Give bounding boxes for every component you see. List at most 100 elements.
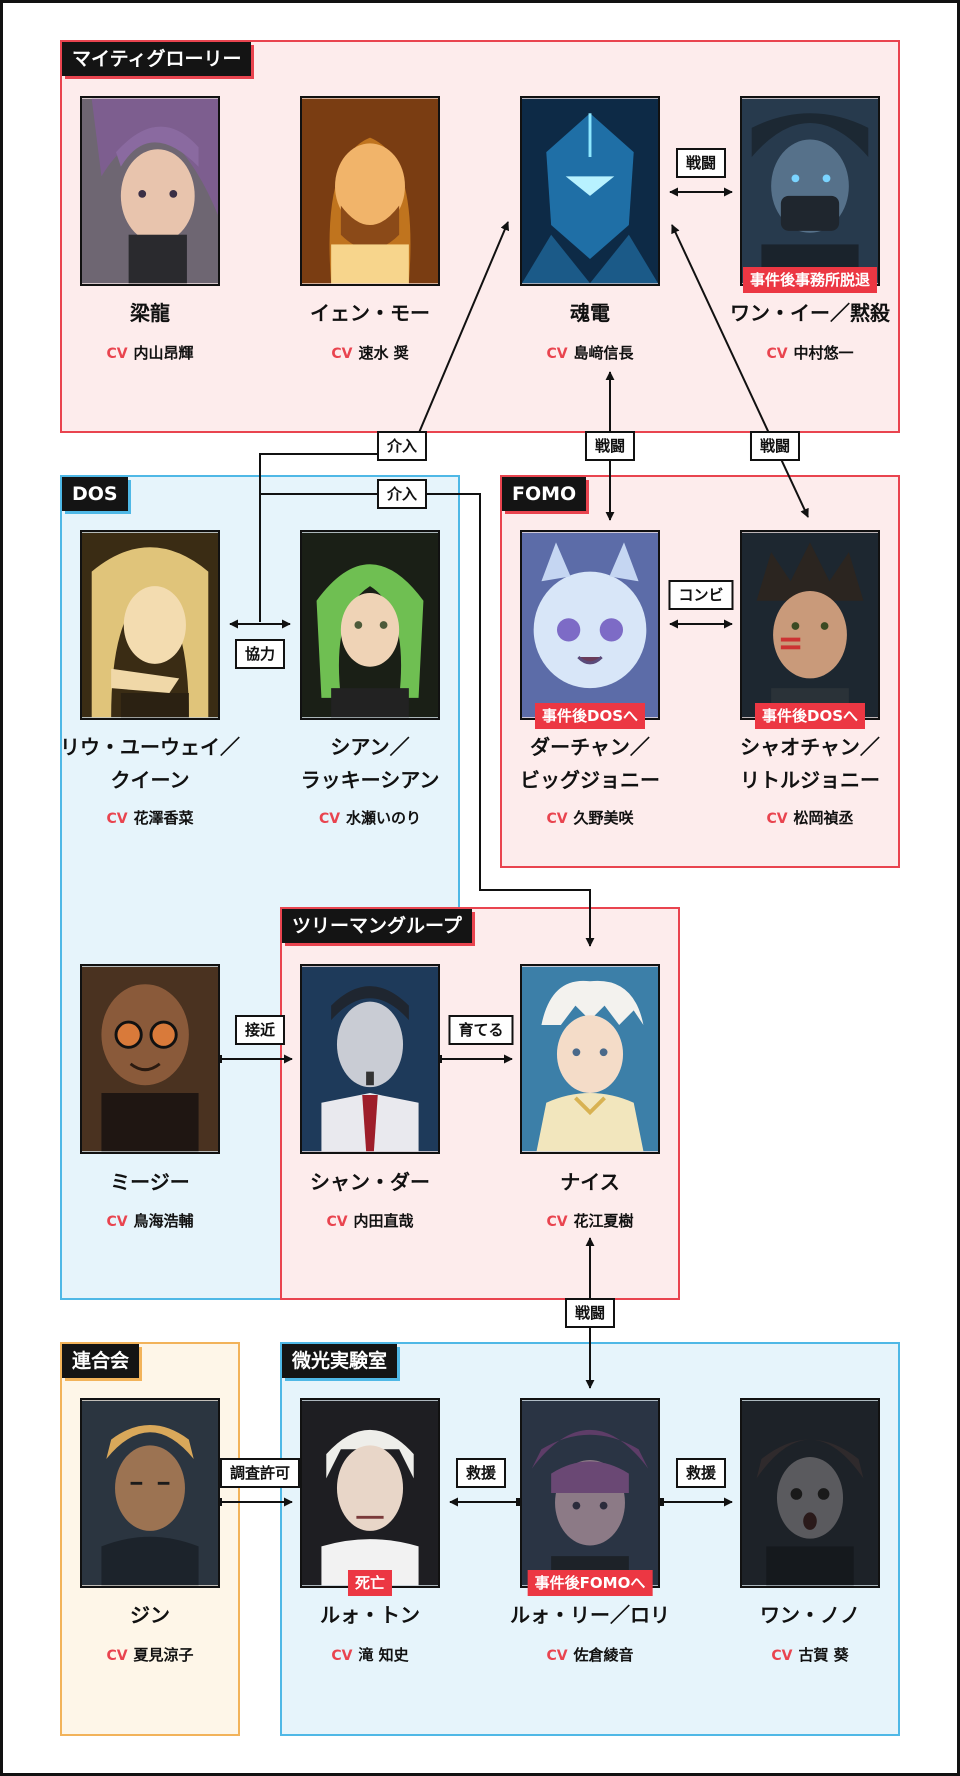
cv-yen-mo: CV 速水 奨 <box>260 343 480 364</box>
cv-name: 水瀬いのり <box>346 809 422 827</box>
label-combi: コンビ <box>668 580 734 610</box>
cv-luo-tong: CV 滝 知史 <box>260 1645 480 1666</box>
cv-name: 夏見涼子 <box>133 1646 194 1664</box>
group-title-fomo: FOMO <box>502 477 587 511</box>
cv-tag: CV <box>771 1648 793 1664</box>
group-title-dos: DOS <box>62 477 128 511</box>
name-xian-line1: シアン／ <box>330 735 410 759</box>
cv-liang-long: CV 内山昂輝 <box>40 343 260 364</box>
cv-wang-yi: CV 中村悠一 <box>700 343 920 364</box>
portrait-shan-da <box>300 964 440 1154</box>
label-rescue-2: 救援 <box>675 1458 727 1488</box>
label-permit: 調査許可 <box>219 1458 301 1488</box>
name-nice: ナイス <box>560 1170 620 1194</box>
name-xian-line2: ラッキーシアン <box>300 768 440 792</box>
portrait-nice <box>520 964 660 1154</box>
cv-name: 久野美咲 <box>573 809 634 827</box>
cv-nice: CV 花江夏樹 <box>480 1211 700 1232</box>
cv-tag: CV <box>331 1648 353 1664</box>
portrait-liang-long <box>80 96 220 286</box>
cv-name: 松岡禎丞 <box>793 809 854 827</box>
badge-wang-yi: 事件後事務所脱退 <box>742 267 878 293</box>
portrait-jin <box>80 1398 220 1588</box>
label-battle-hundian-dachan: 戦闘 <box>584 431 636 461</box>
cv-liu: CV 花澤香菜 <box>40 808 260 829</box>
cv-jin: CV 夏見涼子 <box>40 1645 260 1666</box>
portrait-wang-yi <box>740 96 880 286</box>
cv-luo-li: CV 佐倉綾音 <box>480 1645 700 1666</box>
label-raise: 育てる <box>448 1015 514 1045</box>
label-rescue-1: 救援 <box>455 1458 507 1488</box>
group-title-mighty-glory: マイティグローリー <box>62 42 252 76</box>
cv-tag: CV <box>106 1214 128 1230</box>
cv-name: 花澤香菜 <box>133 809 194 827</box>
cv-name: 滝 知史 <box>358 1646 409 1664</box>
cv-name: 佐倉綾音 <box>573 1646 634 1664</box>
cv-name: 花江夏樹 <box>573 1212 634 1230</box>
cv-tag: CV <box>106 346 128 362</box>
group-title-rengo: 連合会 <box>62 1344 140 1378</box>
name-da-chan-line2: ビッグジョニー <box>520 768 660 792</box>
name-jin: ジン <box>130 1603 170 1627</box>
cv-xian: CV 水瀬いのり <box>260 808 480 829</box>
name-wang-yi: ワン・イー／黙殺 <box>730 301 890 325</box>
group-title-lab: 微光実験室 <box>282 1344 398 1378</box>
name-xiao-chan-line2: リトルジョニー <box>740 768 880 792</box>
cv-da-chan: CV 久野美咲 <box>480 808 700 829</box>
portrait-xian <box>300 530 440 720</box>
cv-name: 内田直哉 <box>353 1212 414 1230</box>
cv-tag: CV <box>106 1648 128 1664</box>
label-approach: 接近 <box>234 1015 286 1045</box>
cv-name: 中村悠一 <box>793 344 854 362</box>
portrait-wang-nono <box>740 1398 880 1588</box>
cv-tag: CV <box>546 1214 568 1230</box>
portrait-xiao-chan <box>740 530 880 720</box>
cv-tag: CV <box>766 811 788 827</box>
name-yen-mo: イェン・モー <box>310 301 430 325</box>
cv-xiao-chan: CV 松岡禎丞 <box>700 808 920 829</box>
name-mi-ji: ミージー <box>110 1170 190 1194</box>
badge-luo-tong: 死亡 <box>347 1570 393 1596</box>
cv-tag: CV <box>106 811 128 827</box>
cv-tag: CV <box>546 346 568 362</box>
cv-tag: CV <box>331 346 353 362</box>
portrait-luo-li <box>520 1398 660 1588</box>
portrait-mi-ji <box>80 964 220 1154</box>
label-battle-mighty-xiaochan: 戦闘 <box>749 431 801 461</box>
name-luo-li: ルォ・リー／ロリ <box>510 1603 670 1627</box>
cv-mi-ji: CV 鳥海浩輔 <box>40 1211 260 1232</box>
name-da-chan-line1: ダーチャン／ <box>530 735 650 759</box>
name-luo-tong: ルォ・トン <box>320 1603 420 1627</box>
name-liang-long: 梁龍 <box>130 301 170 325</box>
cv-tag: CV <box>766 346 788 362</box>
badge-luo-li: 事件後FOMOへ <box>527 1570 653 1596</box>
cv-tag: CV <box>546 1648 568 1664</box>
label-battle-hundian-wangyi: 戦闘 <box>675 148 727 178</box>
cv-name: 内山昂輝 <box>133 344 194 362</box>
name-liu-line1: リウ・ユーウェイ／ <box>60 735 240 759</box>
cv-name: 速水 奨 <box>358 344 409 362</box>
portrait-yen-mo <box>300 96 440 286</box>
cv-tag: CV <box>326 1214 348 1230</box>
cv-wang-nono: CV 古賀 葵 <box>700 1645 920 1666</box>
cv-tag: CV <box>546 811 568 827</box>
portrait-hun-dian <box>520 96 660 286</box>
name-xiao-chan-line1: シャオチャン／ <box>740 735 880 759</box>
label-battle-nice-luoli: 戦闘 <box>564 1298 616 1328</box>
cv-name: 古賀 葵 <box>798 1646 849 1664</box>
portrait-luo-tong <box>300 1398 440 1588</box>
cv-shan-da: CV 内田直哉 <box>260 1211 480 1232</box>
cv-name: 鳥海浩輔 <box>133 1212 194 1230</box>
group-title-treeman: ツリーマングループ <box>282 909 472 943</box>
badge-xiao-chan: 事件後DOSへ <box>754 703 866 729</box>
portrait-liu <box>80 530 220 720</box>
label-intervene-2: 介入 <box>376 479 428 509</box>
portrait-da-chan <box>520 530 660 720</box>
cv-tag: CV <box>318 811 341 827</box>
label-intervene-1: 介入 <box>376 431 428 461</box>
badge-da-chan: 事件後DOSへ <box>534 703 646 729</box>
name-shan-da: シャン・ダー <box>310 1170 430 1194</box>
name-wang-nono: ワン・ノノ <box>760 1603 860 1627</box>
label-cooperate: 協力 <box>234 639 286 669</box>
